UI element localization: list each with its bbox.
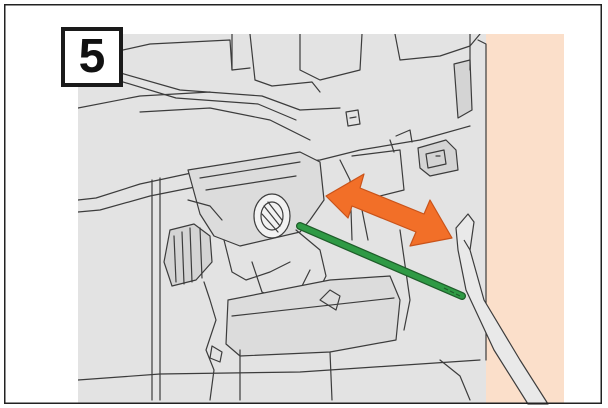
cleaning-rod-icon — [296, 222, 466, 300]
top-housing — [78, 34, 487, 401]
drum-unit-mechanism — [163, 151, 411, 401]
step-number-badge: 5 — [61, 27, 123, 87]
lower-cover — [78, 359, 481, 401]
latch-housing — [339, 139, 459, 241]
cleaning-handle — [455, 213, 549, 405]
step-number: 5 — [78, 30, 106, 83]
panel-markings — [345, 109, 413, 153]
cleaner-knob — [253, 193, 291, 239]
double-arrow-icon — [325, 173, 453, 247]
